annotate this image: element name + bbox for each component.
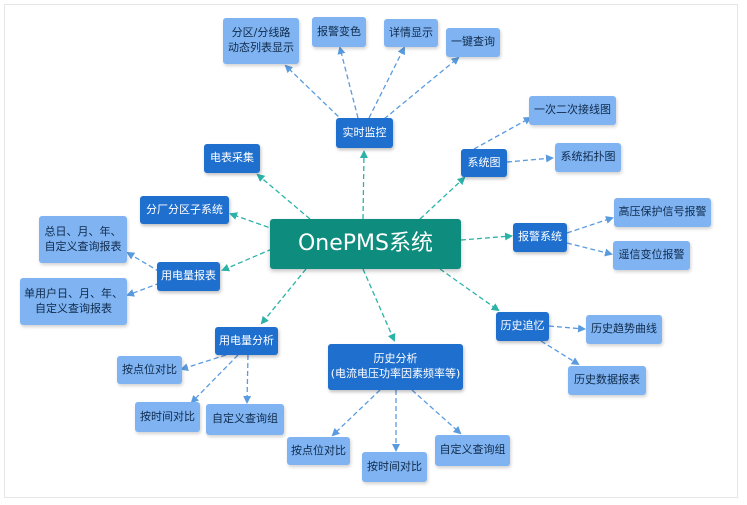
node-history-trend-curve: 历史趋势曲线 — [586, 315, 662, 344]
node-system-diagram: 系统图 — [461, 149, 507, 177]
edge-analysis-time-1 — [190, 354, 239, 404]
node-hv-protection-alarm: 高压保护信号报警 — [614, 198, 711, 227]
node-history-recall: 历史追忆 — [496, 312, 549, 341]
edge-realtime-zone-list — [284, 64, 345, 123]
edge-alarm-remote — [566, 242, 613, 257]
node-compare-by-time-2: 按时间对比 — [362, 452, 427, 482]
edge-analysis-point-1 — [180, 354, 227, 371]
node-total-query-report: 总日、月、年、自定义查询报表 — [39, 216, 127, 263]
node-wiring-diagram: 一次二次接线图 — [529, 96, 616, 125]
edge-realtime-alarm-color — [337, 46, 359, 119]
edge-usage-report-total — [126, 251, 161, 273]
node-compare-by-point-2: 按点位对比 — [287, 437, 350, 465]
edge-alarm-hv — [566, 216, 614, 234]
edge-recall-trend — [548, 324, 586, 333]
diagram-frame — [4, 4, 738, 498]
edge-center-realtime — [359, 150, 368, 220]
center-node-onepms: OnePMS系统 — [270, 219, 461, 269]
node-usage-analysis: 用电量分析 — [215, 327, 278, 355]
edge-system-topology — [506, 154, 554, 163]
node-meter-collect: 电表采集 — [204, 144, 260, 173]
edge-center-alarm-system — [460, 232, 513, 241]
edge-center-usage-report — [221, 248, 273, 272]
node-compare-by-point-1: 按点位对比 — [117, 356, 182, 384]
edge-history-custom-2 — [411, 389, 462, 435]
node-custom-query-group-2: 自定义查询组 — [435, 435, 510, 466]
edge-history-point-2 — [331, 389, 381, 437]
node-compare-by-time-1: 按时间对比 — [135, 402, 200, 432]
edge-realtime-one-key — [377, 56, 460, 125]
node-history-analysis: 历史分析(电流电压功率因素频率等) — [328, 344, 463, 390]
edge-system-wiring — [473, 117, 532, 150]
edge-center-usage-analysis — [260, 268, 307, 325]
edge-center-meter — [256, 173, 311, 220]
node-single-user-query-report: 单用户日、月、年、自定义查询报表 — [20, 278, 127, 325]
edge-recall-report — [540, 340, 580, 366]
node-plant-subsystem: 分厂分区子系统 — [140, 196, 229, 224]
node-zone-dynamic-list: 分区/分线路动态列表显示 — [223, 18, 299, 64]
node-topology-diagram: 系统拓扑图 — [555, 143, 621, 172]
node-alarm-color: 报警变色 — [312, 17, 366, 47]
edge-usage-report-single — [126, 282, 161, 297]
node-realtime-monitor: 实时监控 — [336, 118, 393, 148]
node-custom-query-group-1: 自定义查询组 — [206, 404, 284, 435]
node-remote-signal-alarm: 遥信变位报警 — [613, 241, 690, 270]
edge-center-history-recall — [439, 268, 500, 312]
edge-analysis-custom-1 — [243, 354, 252, 404]
node-one-key-query: 一键查询 — [446, 28, 500, 57]
node-alarm-system: 报警系统 — [513, 223, 567, 252]
node-history-data-report: 历史数据报表 — [568, 366, 646, 395]
edge-realtime-detail — [368, 46, 405, 119]
node-detail-display: 详情显示 — [384, 19, 438, 47]
edge-center-system-diagram — [419, 176, 466, 220]
node-usage-report: 用电量报表 — [157, 262, 220, 291]
edge-center-history-analysis — [362, 268, 396, 342]
